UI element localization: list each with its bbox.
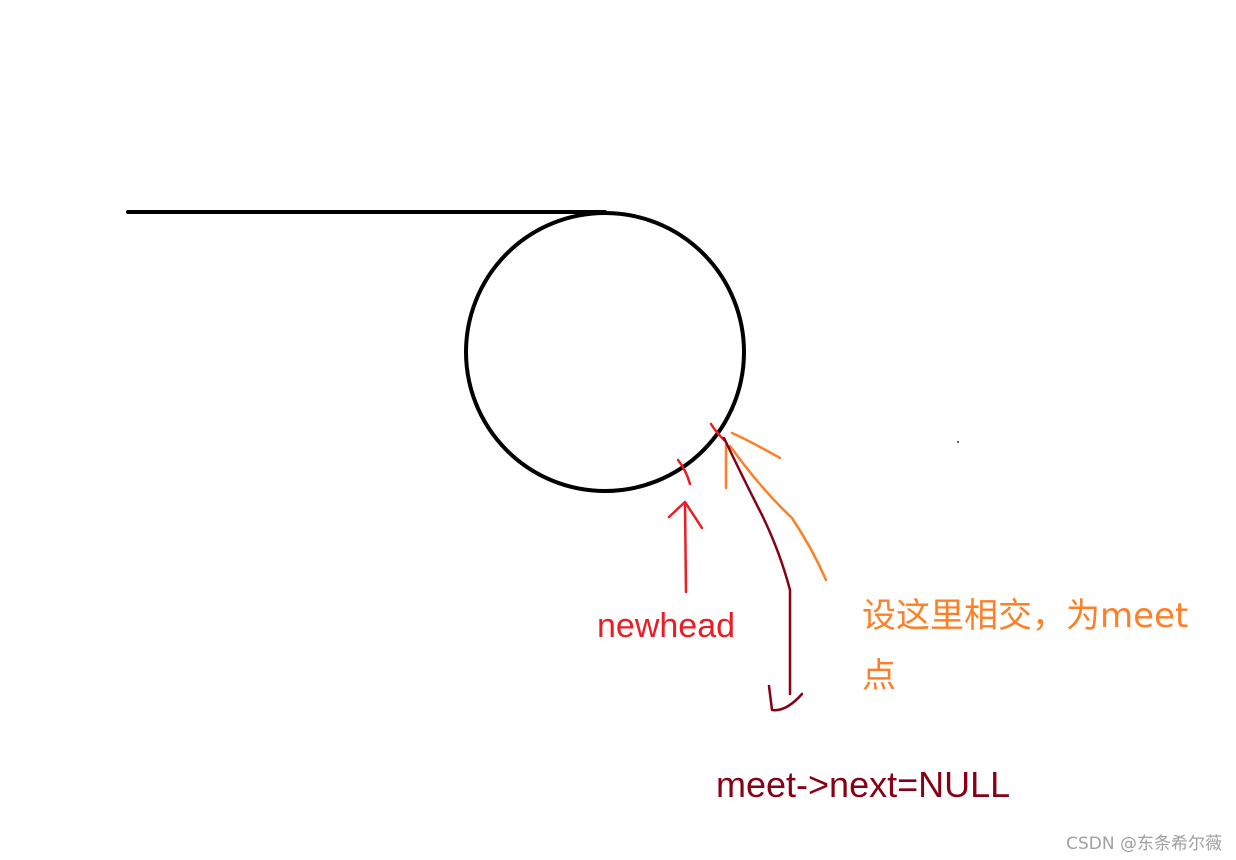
newhead-tick-mark: [676, 458, 692, 486]
meet-pointer-strokes: [724, 431, 828, 582]
break-cycle-arrow: [722, 436, 804, 712]
newhead-arrow: [667, 500, 704, 594]
stray-dot: [957, 441, 959, 443]
break-cycle-code-label: meet->next=NULL: [716, 764, 1011, 805]
meet-point-label: 设这里相交，为meet点: [862, 596, 1189, 696]
cycle-loop: [464, 211, 746, 493]
watermark: CSDN @东条希尔薇: [1066, 834, 1222, 854]
newhead-label: newhead: [597, 607, 736, 645]
meet-tick-mark: [709, 422, 726, 442]
